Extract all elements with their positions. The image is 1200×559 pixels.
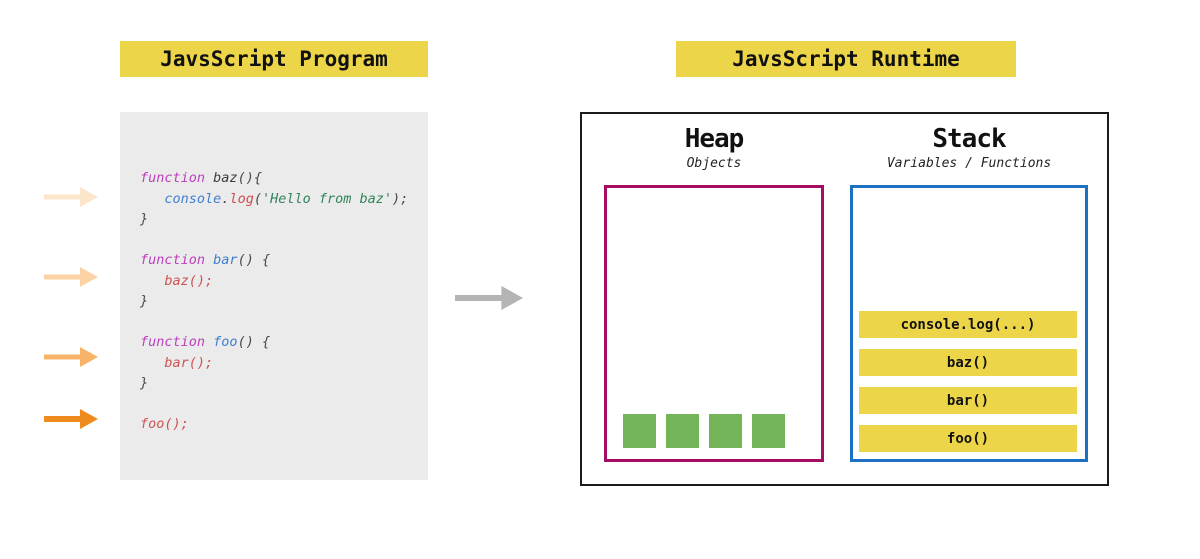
runtime-title-bar: JavsScript Runtime <box>676 41 1016 77</box>
heap-object <box>752 414 785 448</box>
runtime-panel: Heap Objects Stack Variables / Functions… <box>580 112 1109 486</box>
code-line: } <box>140 293 149 309</box>
heap-box <box>604 185 824 462</box>
code-line: foo(); <box>140 416 189 432</box>
heap-objects <box>623 414 785 448</box>
code-line: console.log('Hello from baz'); <box>164 190 409 207</box>
code-line <box>140 312 428 333</box>
program-to-runtime-arrow-icon <box>455 286 523 310</box>
stack-frame: console.log(...) <box>859 311 1077 338</box>
stack-frame: bar() <box>859 387 1077 414</box>
heap-title: Heap <box>684 124 745 154</box>
call-arrow-icon-3 <box>44 347 98 367</box>
code-line: bar(); <box>164 354 214 371</box>
runtime-title-label: JavsScript Runtime <box>732 47 960 71</box>
stack-title: Stack <box>932 124 1006 154</box>
code-line <box>140 394 428 415</box>
stack-frame: foo() <box>859 425 1077 452</box>
program-title-label: JavsScript Program <box>160 47 388 71</box>
stack-subtitle: Variables / Functions <box>886 156 1052 171</box>
heap-object <box>709 414 742 448</box>
call-arrow-icon-4 <box>44 409 98 429</box>
stack-header: Stack Variables / Functions <box>850 124 1088 171</box>
code-line: function baz(){ <box>140 170 262 186</box>
code-line <box>140 230 428 251</box>
code-line: } <box>140 375 149 391</box>
call-arrow-icon-1 <box>44 187 98 207</box>
code-panel: function baz(){ console.log('Hello from … <box>120 112 428 480</box>
stack-frames: console.log(...) baz() bar() foo() <box>859 311 1077 452</box>
code-line: } <box>140 211 149 227</box>
program-title-bar: JavsScript Program <box>120 41 428 77</box>
heap-subtitle: Objects <box>686 156 742 171</box>
stack-frame: baz() <box>859 349 1077 376</box>
call-arrow-icon-2 <box>44 267 98 287</box>
heap-object <box>623 414 656 448</box>
code-line: function bar() { <box>140 252 271 268</box>
heap-header: Heap Objects <box>604 124 824 171</box>
stack-box: console.log(...) baz() bar() foo() <box>850 185 1088 462</box>
code-line: baz(); <box>164 272 214 289</box>
code-line: function foo() { <box>140 334 271 350</box>
heap-object <box>666 414 699 448</box>
